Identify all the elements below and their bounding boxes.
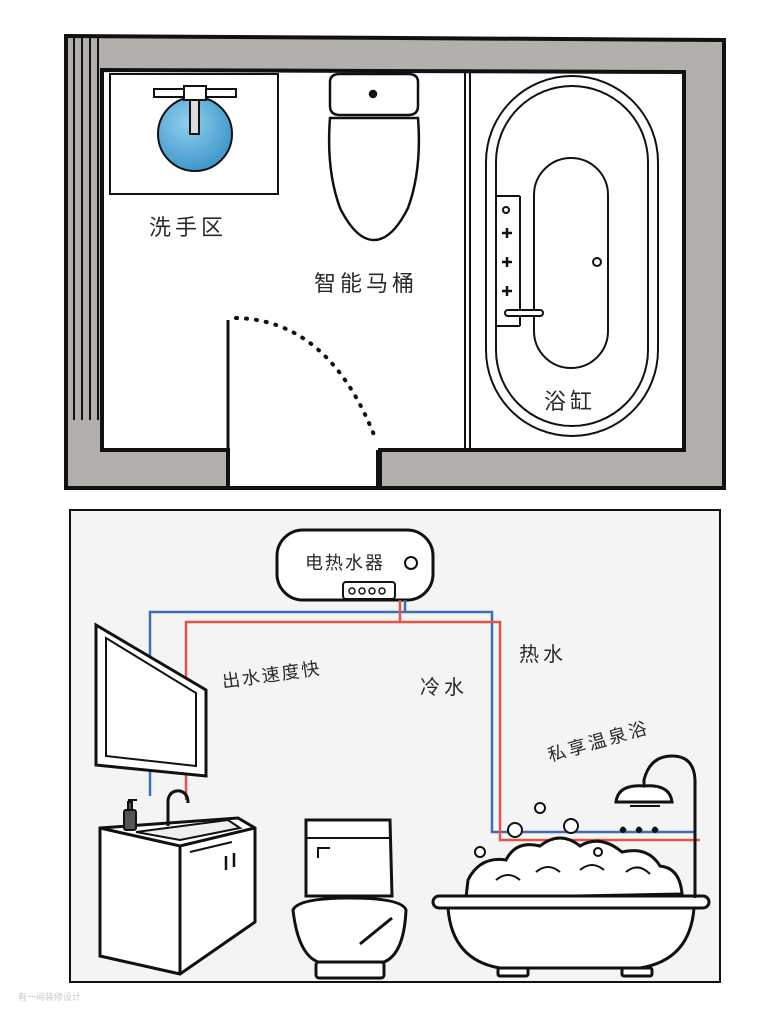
label-bathtub: 浴缸 bbox=[544, 390, 597, 415]
plumbing-diagram bbox=[69, 509, 721, 983]
label-hot-water: 热水 bbox=[519, 642, 567, 666]
label-cold-water: 冷水 bbox=[420, 675, 468, 699]
faucet-icon bbox=[153, 85, 237, 135]
label-washbasin-area: 洗手区 bbox=[149, 216, 228, 241]
tub-controls bbox=[502, 206, 544, 317]
water-heater bbox=[275, 528, 435, 602]
heater-label: 电热水器 bbox=[305, 553, 385, 574]
bathtub-side bbox=[431, 836, 711, 978]
toilet-side bbox=[291, 818, 408, 980]
vanity-cabinet bbox=[98, 816, 257, 976]
bubbles bbox=[474, 802, 603, 858]
soap-dispenser-icon bbox=[123, 799, 137, 831]
bathtub-plan bbox=[485, 75, 659, 437]
watermark: 有一间装修设计 bbox=[18, 993, 82, 1003]
shower-head-icon bbox=[614, 754, 697, 898]
door-opening bbox=[230, 452, 378, 486]
door-swing bbox=[234, 316, 378, 442]
window-lines bbox=[73, 36, 99, 420]
floor-plan bbox=[64, 33, 726, 490]
mirror bbox=[94, 622, 208, 778]
sink-faucet-icon bbox=[166, 789, 190, 826]
toilet-plan bbox=[327, 72, 421, 242]
label-smart-toilet: 智能马桶 bbox=[314, 272, 419, 297]
heater-indicator-icon bbox=[404, 556, 418, 570]
